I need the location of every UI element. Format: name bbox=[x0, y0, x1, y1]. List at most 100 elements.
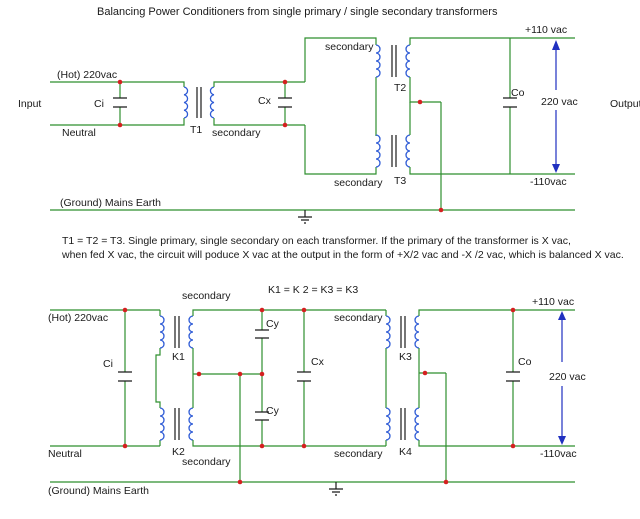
k4-primary-coil bbox=[385, 407, 391, 441]
diagram-title: Balancing Power Conditioners from single… bbox=[97, 6, 498, 18]
bottom-ci-label: Ci bbox=[103, 358, 113, 370]
top-arrow-down-head bbox=[552, 164, 560, 173]
bottom-cx-label: Cx bbox=[311, 356, 325, 368]
top-cx-capacitor bbox=[278, 97, 292, 108]
top-co-label: Co bbox=[511, 87, 525, 99]
bottom-ground-symbol bbox=[329, 482, 343, 496]
k1-core bbox=[174, 316, 180, 348]
top-minus-label: -110vac bbox=[530, 176, 567, 188]
junction-dot bbox=[117, 122, 123, 128]
note-line-1: T1 = T2 = T3. Single primary, single sec… bbox=[62, 235, 571, 247]
bottom-minus-label: -110vac bbox=[540, 448, 577, 460]
top-ci-label: Ci bbox=[94, 98, 104, 110]
bottom-cx-capacitor bbox=[297, 371, 311, 382]
t1-label: T1 bbox=[190, 124, 202, 136]
junction-dot bbox=[422, 370, 428, 376]
k1-primary-coil bbox=[159, 315, 165, 349]
junction-dot bbox=[510, 443, 516, 449]
t1-secondary-wires bbox=[213, 81, 305, 126]
bottom-ground-label: (Ground) Mains Earth bbox=[48, 485, 149, 497]
k3-secondary-coil bbox=[414, 315, 420, 349]
junction-dot bbox=[122, 443, 128, 449]
top-circuit: (Hot) 220vac Neutral Input Output (Groun… bbox=[18, 24, 640, 224]
top-ci-capacitor bbox=[113, 97, 127, 108]
top-cx-label: Cx bbox=[258, 95, 272, 107]
junction-dot bbox=[237, 479, 243, 485]
top-plus-label: +110 vac bbox=[525, 24, 567, 36]
top-co-capacitor bbox=[503, 97, 517, 108]
t3-label: T3 bbox=[394, 175, 406, 187]
k4-label: K4 bbox=[399, 446, 412, 458]
junction-dot bbox=[510, 307, 516, 313]
cy2-label: Cy bbox=[266, 405, 280, 417]
k1-k2-primary-wires bbox=[155, 310, 161, 446]
bottom-co-label: Co bbox=[518, 356, 532, 368]
top-hot-label: (Hot) 220vac bbox=[57, 69, 117, 81]
top-primary-bus bbox=[304, 37, 377, 175]
k1-secondary-label: secondary bbox=[182, 290, 231, 302]
junction-dot bbox=[301, 307, 307, 313]
t2-core bbox=[391, 45, 397, 77]
cy1-label: Cy bbox=[266, 318, 280, 330]
top-neutral-label: Neutral bbox=[62, 127, 96, 139]
junction-dot bbox=[259, 443, 265, 449]
junction-dot bbox=[417, 99, 423, 105]
k1-label: K1 bbox=[172, 351, 185, 363]
k2-core bbox=[174, 408, 180, 440]
t1-core bbox=[196, 87, 202, 118]
k4-secondary-label: secondary bbox=[334, 448, 383, 460]
junction-dot bbox=[438, 207, 444, 213]
junction-dot bbox=[237, 371, 243, 377]
bottom-arrow-down-head bbox=[558, 436, 566, 445]
bottom-equation: K1 = K 2 = K3 = K3 bbox=[268, 284, 358, 296]
bottom-co-capacitor bbox=[506, 371, 520, 382]
top-ground-symbol bbox=[298, 210, 312, 224]
k4-core bbox=[400, 408, 406, 440]
bottom-ci-capacitor bbox=[118, 371, 132, 382]
k2-secondary-label: secondary bbox=[182, 456, 231, 468]
t1-primary-coil bbox=[183, 86, 189, 119]
top-input-label: Input bbox=[18, 98, 41, 110]
k2-primary-coil bbox=[159, 407, 165, 441]
t3-core bbox=[391, 135, 397, 167]
top-arrow-up-head bbox=[552, 40, 560, 50]
t2-secondary-wires bbox=[409, 37, 575, 103]
bottom-plus-label: +110 vac bbox=[532, 296, 574, 308]
t3-secondary-coil bbox=[405, 134, 411, 168]
t2-label: T2 bbox=[394, 82, 406, 94]
t2-primary-coil bbox=[375, 44, 381, 78]
bottom-mid-label: 220 vac bbox=[549, 371, 586, 383]
k3-core bbox=[400, 316, 406, 348]
t1-secondary-label: secondary bbox=[212, 127, 261, 139]
top-ground-label: (Ground) Mains Earth bbox=[60, 197, 161, 209]
junction-dot bbox=[443, 479, 449, 485]
junction-dot bbox=[196, 371, 202, 377]
t1-primary-leads bbox=[170, 81, 185, 126]
top-input-wires bbox=[50, 81, 170, 126]
k2-secondary-coil bbox=[188, 407, 194, 441]
junction-dot bbox=[282, 79, 288, 85]
t2-secondary-coil bbox=[405, 44, 411, 78]
t2-secondary-label: secondary bbox=[325, 41, 374, 53]
bottom-hot-label: (Hot) 220vac bbox=[48, 312, 108, 324]
k3-k4-secondary-wires bbox=[418, 309, 575, 447]
bottom-arrow-up-head bbox=[558, 311, 566, 320]
k2-label: K2 bbox=[172, 446, 185, 458]
junction-dot bbox=[122, 307, 128, 313]
bottom-circuit: K1 = K 2 = K3 = K3 bbox=[48, 284, 586, 497]
t3-primary-coil bbox=[375, 134, 381, 168]
t1-secondary-coil bbox=[209, 86, 215, 119]
top-mid-label: 220 vac bbox=[541, 96, 578, 108]
bottom-neutral-label: Neutral bbox=[48, 448, 82, 460]
t3-secondary-wires bbox=[409, 102, 575, 175]
junction-dot bbox=[259, 371, 265, 377]
top-output-label: Output bbox=[610, 98, 640, 110]
junction-dot bbox=[117, 79, 123, 85]
t3-secondary-label: secondary bbox=[334, 177, 383, 189]
k3-primary-coil bbox=[385, 315, 391, 349]
junction-dot bbox=[282, 122, 288, 128]
k3-label: K3 bbox=[399, 351, 412, 363]
k3-secondary-label: secondary bbox=[334, 312, 383, 324]
note-line-2: when fed X vac, the circuit will poduce … bbox=[61, 249, 624, 261]
